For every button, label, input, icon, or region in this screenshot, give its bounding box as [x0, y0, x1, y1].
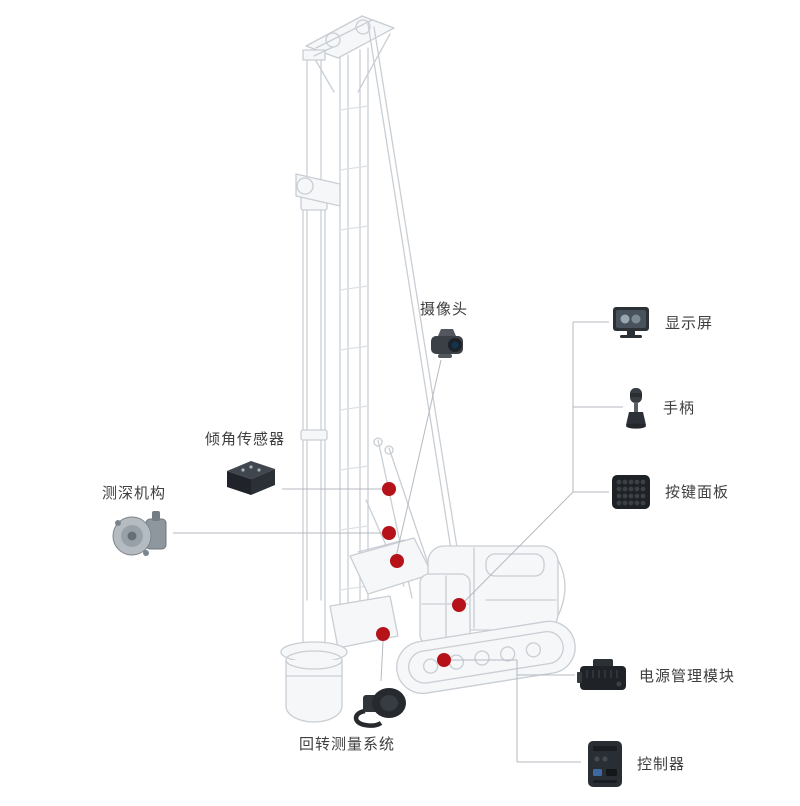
keypad-icon	[612, 475, 650, 509]
component-tilt-sensor: 倾角传感器	[205, 430, 285, 497]
component-camera: 摄像头	[420, 300, 468, 360]
mast-foot-icon	[329, 595, 399, 649]
component-label: 按键面板	[665, 482, 730, 501]
connector-bracket-electronics	[450, 659, 581, 763]
hotspot-marker-6	[437, 653, 451, 667]
component-label: 显示屏	[665, 313, 714, 332]
crawler-track-icon	[396, 620, 576, 695]
component-depth-mechanism: 测深机构	[102, 484, 170, 561]
joystick-icon	[626, 388, 646, 429]
power-module-icon	[577, 659, 626, 690]
component-label: 倾角传感器	[205, 430, 286, 448]
rotary-encoder-icon	[353, 688, 406, 728]
hoist-cables-icon	[313, 23, 460, 561]
camera-icon	[431, 329, 463, 358]
tilt-sensor-icon	[227, 461, 275, 495]
component-display: 显示屏	[611, 306, 713, 340]
depth-mechanism-icon	[112, 511, 167, 556]
hotspot-marker-3	[390, 554, 404, 568]
hotspot-marker-4	[452, 598, 466, 612]
component-label: 摄像头	[420, 300, 469, 318]
monitor-icon	[613, 307, 649, 338]
component-label: 手柄	[663, 398, 696, 417]
component-label: 回转测量系统	[299, 735, 396, 753]
mast-bracket-icon	[295, 173, 341, 207]
component-label: 测深机构	[102, 484, 167, 502]
connector-line-rotary-system	[380, 640, 384, 682]
component-label: 控制器	[637, 754, 686, 773]
component-controller: 控制器	[583, 739, 685, 789]
kelly-bar-icon	[300, 49, 328, 649]
component-handle: 手柄	[625, 387, 695, 429]
connector-line-camera	[395, 359, 442, 558]
mast-icon	[339, 47, 369, 633]
component-power-module: 电源管理模块	[577, 657, 735, 695]
component-keypad: 按键面板	[611, 474, 729, 510]
component-rotary-system: 回转测量系统	[299, 683, 413, 754]
luffing-linkage-icon	[365, 437, 438, 599]
connector-bracket-cab	[463, 321, 623, 603]
hotspot-marker-5	[376, 627, 390, 641]
hotspot-marker-2	[382, 526, 396, 540]
hotspot-marker-1	[382, 482, 396, 496]
controller-icon	[588, 741, 622, 787]
component-label: 电源管理模块	[639, 666, 736, 685]
mast-crown-icon	[305, 15, 395, 93]
rotary-drive-icon	[349, 537, 433, 595]
machine-body-icon	[427, 545, 566, 631]
